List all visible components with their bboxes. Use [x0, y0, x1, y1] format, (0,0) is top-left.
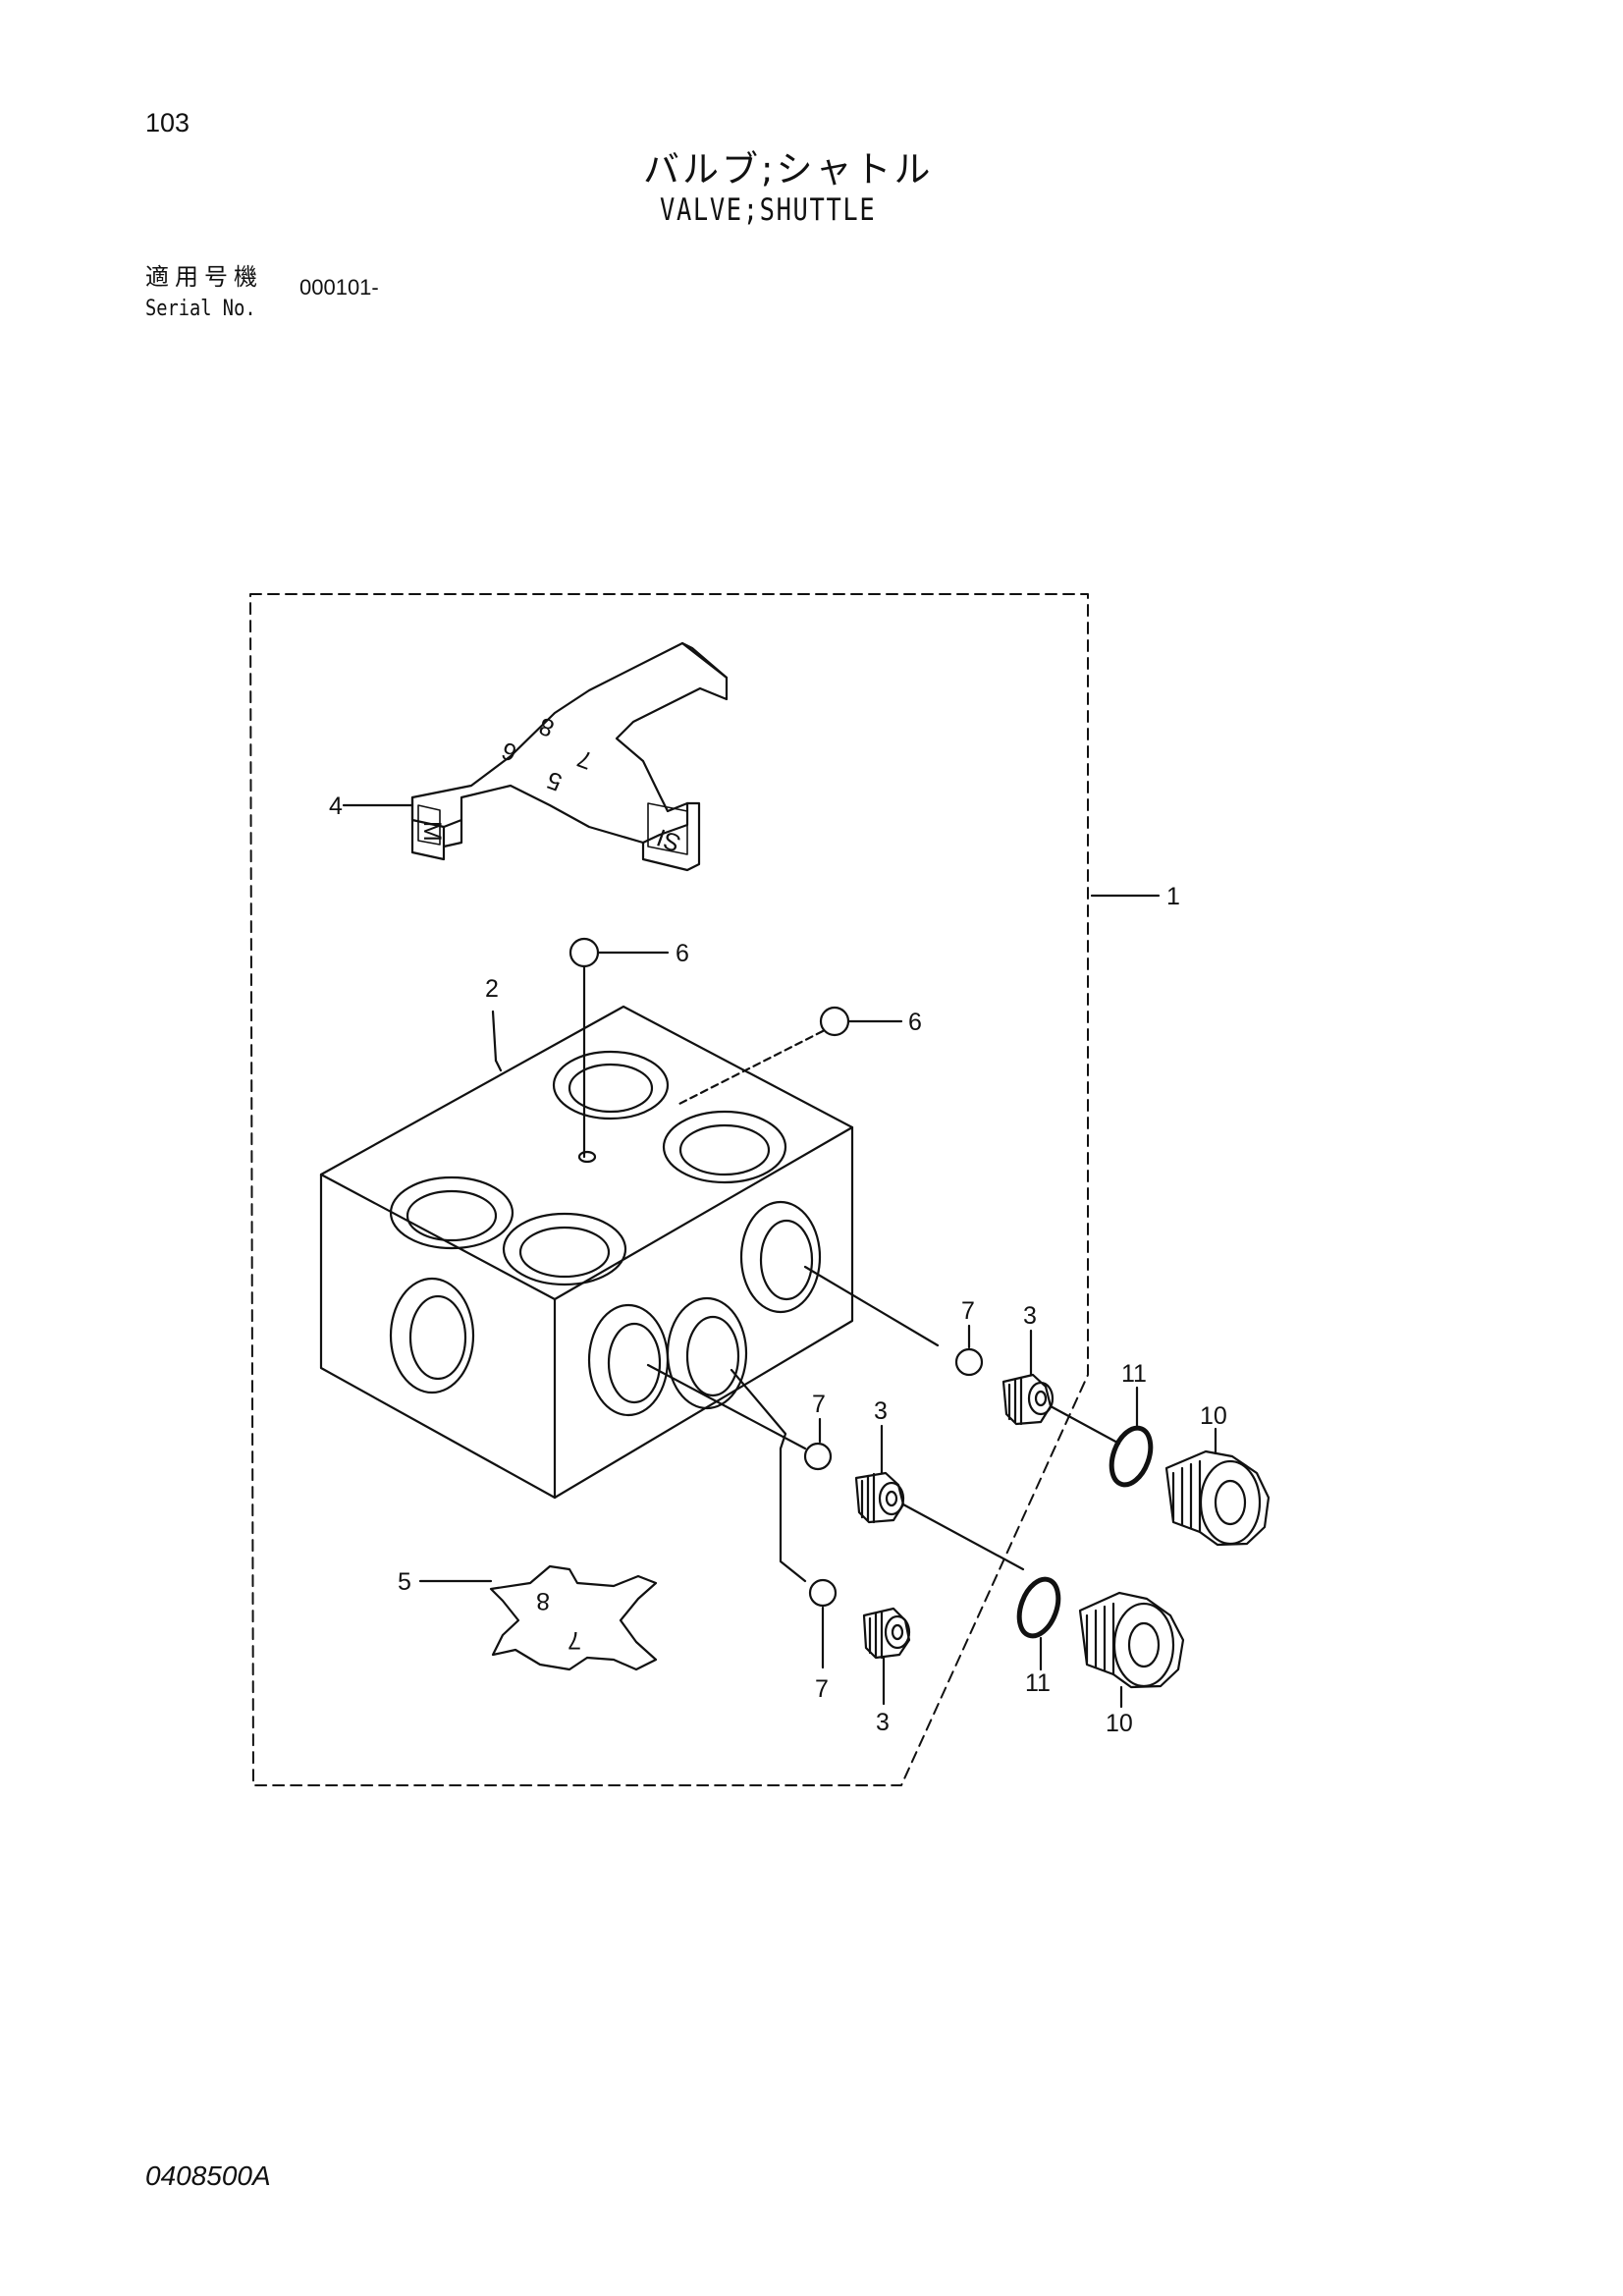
- callout-labels: 1 2 3 3 3 4 5 6 6 7 7 7 10 10 11 11: [329, 793, 1227, 1737]
- callout-3: 3: [1023, 1302, 1037, 1330]
- callout-3: 3: [874, 1397, 888, 1425]
- ball-part-7: [954, 1347, 984, 1377]
- plug-part-3: [1001, 1373, 1055, 1426]
- plug-part-3: [854, 1471, 905, 1524]
- plug-leader-path: [1049, 1404, 1121, 1446]
- plug-part-10: [1078, 1591, 1185, 1689]
- callout-10: 10: [1200, 1402, 1227, 1430]
- leader-7-path: [730, 1368, 807, 1583]
- callout-7: 7: [815, 1675, 829, 1703]
- ball-part-6: [568, 937, 600, 968]
- plug-part-10: [1164, 1449, 1271, 1547]
- valve-body-part-2: [319, 1005, 854, 1500]
- ball-part-7: [803, 1442, 833, 1471]
- callout-3: 3: [876, 1709, 890, 1736]
- callout-10: 10: [1106, 1710, 1133, 1737]
- callout-11: 11: [1121, 1360, 1147, 1388]
- callout-4: 4: [329, 793, 343, 820]
- title-japanese: バルブ;シャトル: [643, 148, 934, 191]
- leader-2: [491, 1010, 498, 1063]
- page-number: 103: [145, 108, 190, 137]
- ball-part-6: [819, 1006, 850, 1037]
- document-code: 0408500A: [145, 2160, 271, 2191]
- assembly-boundary: [249, 593, 1089, 1786]
- callout-6: 6: [676, 940, 689, 967]
- bracket-mark: 7: [573, 744, 596, 775]
- bracket-mark: 8: [535, 712, 558, 742]
- callout-6: 6: [908, 1009, 922, 1036]
- plug-leader-path: [901, 1503, 1025, 1571]
- plate-mark: 7: [568, 1626, 581, 1654]
- callout-11: 11: [1025, 1669, 1051, 1697]
- serial-label-english: Serial No.: [145, 297, 256, 321]
- ball-part-7: [808, 1578, 838, 1608]
- leader-6-shaft: [676, 1029, 825, 1107]
- callout-1: 1: [1166, 883, 1180, 910]
- callout-7: 7: [812, 1391, 826, 1418]
- leader-7-path: [646, 1363, 807, 1450]
- callout-5: 5: [398, 1568, 411, 1596]
- bracket-mark: M: [418, 821, 446, 842]
- bracket-mark: 6: [498, 737, 520, 767]
- plate-part-5: 8 7: [489, 1564, 658, 1671]
- serial-label-japanese: 適用号機: [145, 263, 263, 291]
- bracket-mark: 5: [543, 766, 566, 796]
- o-ring-part-11: [1016, 1576, 1061, 1639]
- callout-2: 2: [485, 975, 499, 1003]
- plate-mark: 8: [536, 1587, 550, 1614]
- leader-2-tick: [494, 1059, 503, 1072]
- o-ring-part-11: [1109, 1425, 1154, 1488]
- title-english: VALVE;SHUTTLE: [660, 192, 877, 228]
- bracket-part-4: 8 7 6 5 M SI: [410, 641, 729, 872]
- callout-7: 7: [961, 1297, 975, 1325]
- leader-7-path: [803, 1265, 940, 1347]
- plug-part-3: [862, 1607, 911, 1660]
- serial-number-value: 000101-: [299, 275, 379, 300]
